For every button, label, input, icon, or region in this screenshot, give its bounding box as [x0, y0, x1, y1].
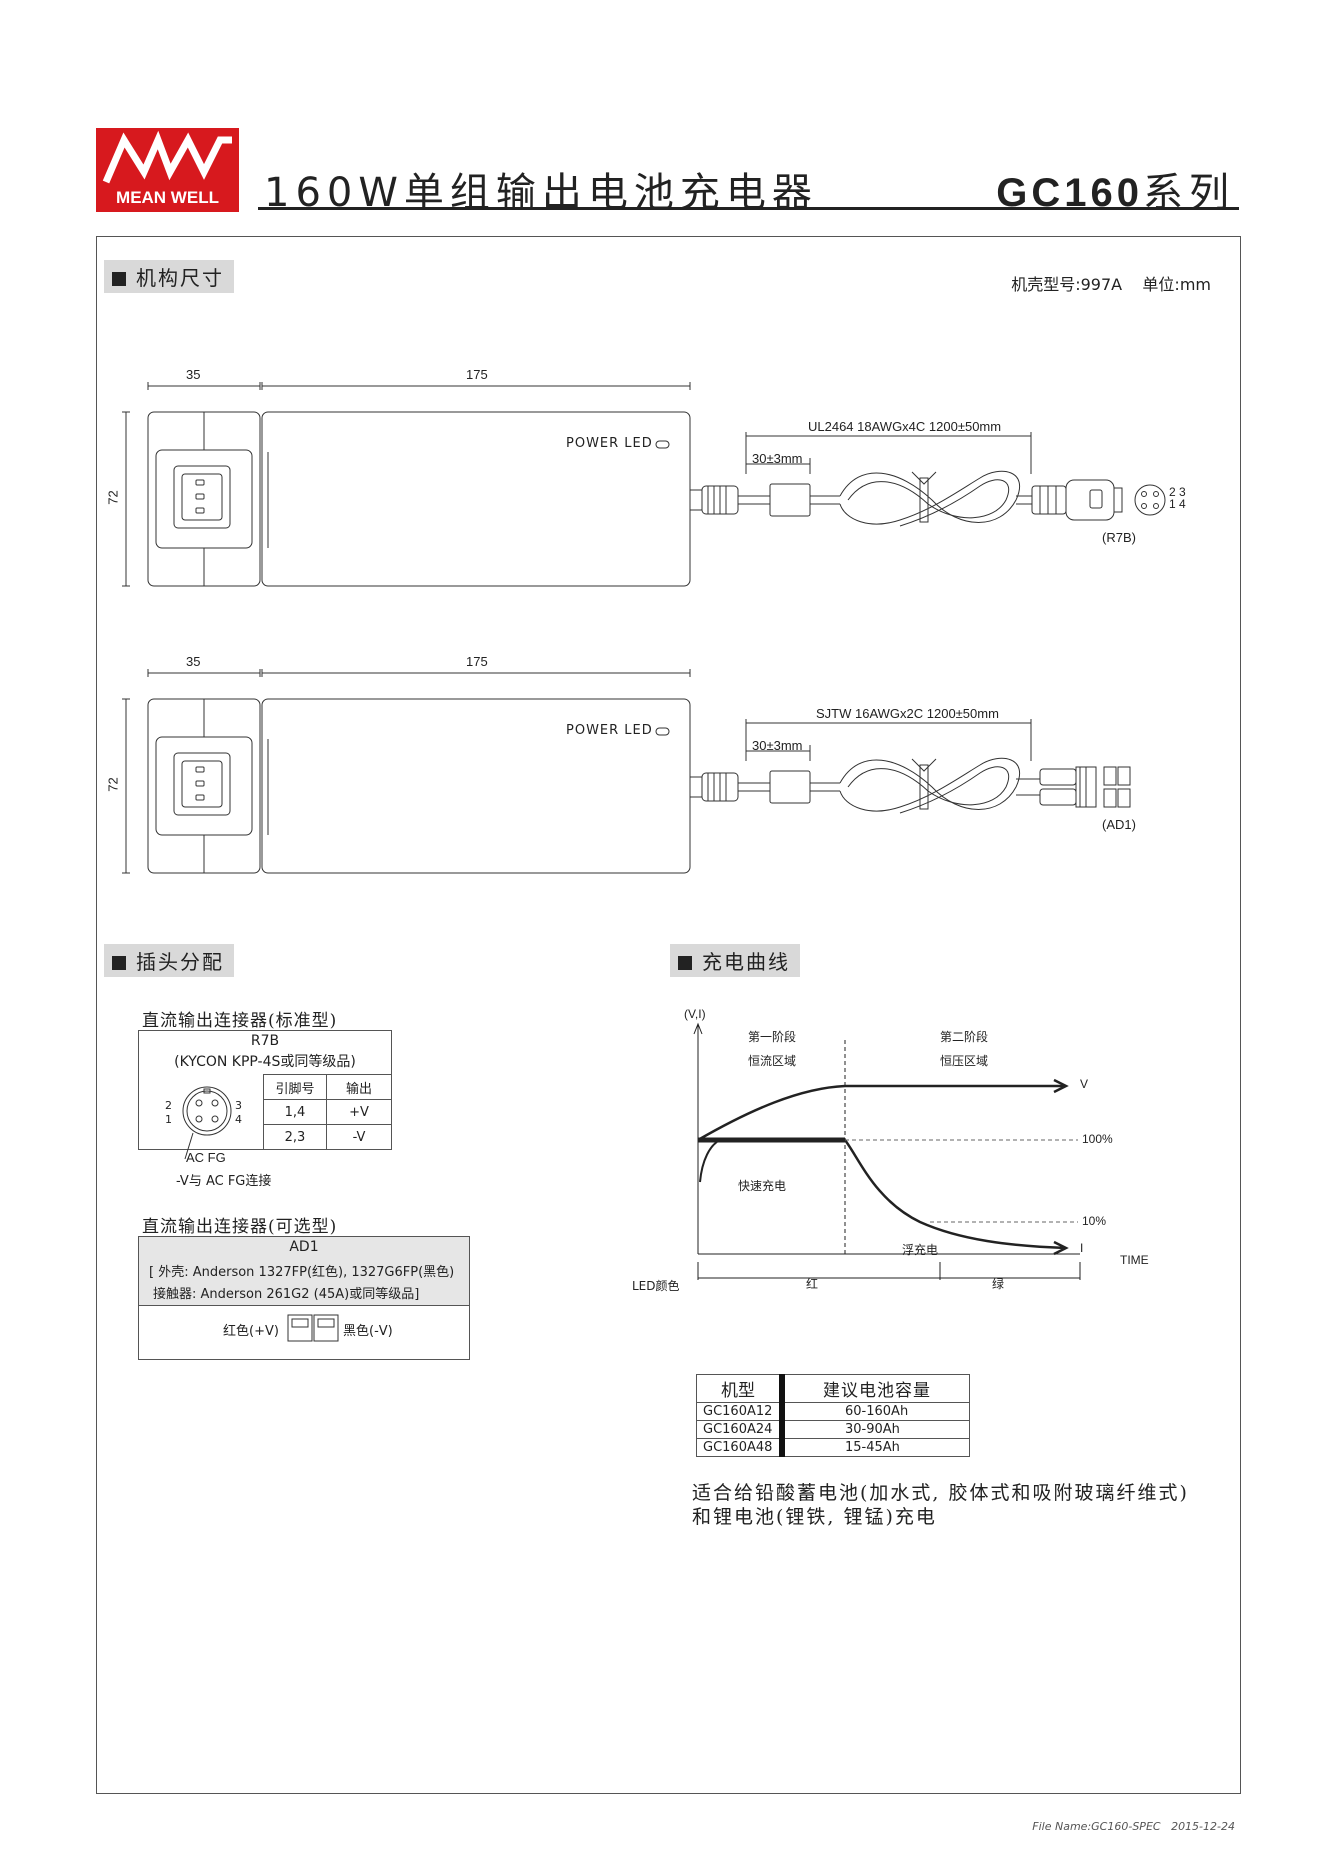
pin-num-1: 1 — [165, 1113, 172, 1126]
dim-width-2: 35 — [186, 654, 201, 669]
opt-connector-name: AD1 — [289, 1239, 319, 1255]
table-row: 2,3 -V — [263, 1124, 392, 1150]
stage2-line1: 第二阶段 — [940, 1030, 989, 1044]
float-charge-label: 浮充电 — [902, 1243, 939, 1257]
col-output: 输出 — [326, 1074, 392, 1100]
opt-connector-table: AD1 [ 外壳: Anderson 1327FP(红色), 1327G6FP(… — [138, 1236, 470, 1360]
connector-name-1: (R7B) — [1102, 530, 1136, 545]
output-cell: -V — [326, 1124, 392, 1150]
col-pin: 引脚号 — [263, 1074, 327, 1100]
square-bullet-icon — [112, 956, 126, 970]
power-led-label-2: POWER LED — [566, 723, 653, 738]
model-cell: GC160A24 — [696, 1420, 785, 1439]
ferrite-dim-1: 30±3mm — [752, 451, 803, 466]
cable-spec-2: SJTW 16AWGx2C 1200±50mm — [816, 706, 999, 721]
table-row: GC160A12 60-160Ah — [696, 1402, 970, 1421]
table-row: GC160A24 30-90Ah — [696, 1420, 970, 1439]
output-cell: +V — [326, 1099, 392, 1125]
black-label: 黑色(-V) — [343, 1324, 393, 1339]
pin-label-top: 2 3 — [1169, 485, 1186, 499]
square-bullet-icon — [112, 272, 126, 286]
opt-line-1: [ 外壳: Anderson 1327FP(红色), 1327G6FP(黑色) — [149, 1265, 455, 1280]
series-i-label: I — [1080, 1241, 1084, 1255]
drawing-ad1 — [122, 669, 1131, 874]
pin-num-4: 4 — [235, 1113, 242, 1126]
table-row: 1,4 +V — [263, 1099, 392, 1125]
section-pin-label: 插头分配 — [136, 950, 224, 974]
i-curve — [698, 1138, 1067, 1250]
opt-header — [139, 1237, 469, 1306]
footer-file-name: File Name:GC160-SPEC 2015-12-24 — [1032, 1820, 1235, 1833]
dim-height-2: 72 — [105, 777, 121, 792]
level-10-label: 10% — [1082, 1214, 1107, 1228]
pin-num-3: 3 — [235, 1099, 242, 1112]
capacity-cell: 60-160Ah — [781, 1402, 970, 1421]
col-model: 机型 — [696, 1374, 785, 1403]
opt-line-2: 接触器: Anderson 261G2 (45A)或同等级品] — [153, 1287, 420, 1302]
curve-ylabel: (V,I) — [684, 1007, 706, 1021]
note-line-1: 适合给铅酸蓄电池(加水式, 胶体式和吸附玻璃纤维式) — [692, 1482, 1189, 1504]
cable-spec-1: UL2464 18AWGx4C 1200±50mm — [808, 419, 1002, 434]
dim-height-1: 72 — [105, 490, 121, 505]
pin-cell: 2,3 — [263, 1124, 327, 1150]
section-curve: 充电曲线 — [670, 944, 800, 977]
col-capacity: 建议电池容量 — [781, 1374, 970, 1403]
pin-label-bottom: 1 4 — [1169, 497, 1186, 511]
section-mechanical: 机构尺寸 — [104, 260, 234, 293]
header-rule — [258, 207, 1239, 210]
model-cell: GC160A12 — [696, 1402, 785, 1421]
case-info: 机壳型号:997A 单位:mm — [1011, 275, 1211, 294]
led-green-label: 绿 — [992, 1277, 1005, 1291]
fast-charge-label: 快速充电 — [738, 1179, 787, 1193]
red-label: 红色(+V) — [223, 1324, 279, 1339]
connector-name-2: (AD1) — [1102, 817, 1136, 832]
battery-table: 机型 建议电池容量 GC160A12 60-160Ah GC160A24 30-… — [696, 1374, 970, 1457]
series-v-label: V — [1080, 1077, 1089, 1091]
std-connector-part: (KYCON KPP-4S或同等级品) — [174, 1054, 356, 1070]
pin-table: 引脚号 输出 1,4 +V 2,3 -V — [263, 1074, 392, 1150]
content-frame — [96, 236, 1241, 1794]
drawing-r7b — [122, 382, 1166, 587]
led-red-label: 红 — [806, 1277, 819, 1291]
i-rise — [699, 1139, 721, 1183]
dim-length-1: 175 — [466, 367, 488, 382]
charging-curve-chart — [693, 1022, 1081, 1280]
pin-cell: 1,4 — [263, 1099, 327, 1125]
table-row: GC160A48 15-45Ah — [696, 1438, 970, 1457]
anderson-connector-icon — [287, 1314, 339, 1342]
logo: MEAN WELL — [96, 128, 239, 212]
logo-mark — [102, 130, 232, 184]
ac-fg-label: AC FG — [186, 1150, 226, 1165]
stage1-line1: 第一阶段 — [748, 1030, 797, 1044]
std-connector-name: R7B — [250, 1033, 280, 1049]
logo-text: MEAN WELL — [116, 188, 219, 207]
section-mechanical-label: 机构尺寸 — [136, 266, 224, 290]
section-curve-label: 充电曲线 — [702, 950, 790, 974]
connector-face-icon — [182, 1086, 232, 1160]
stage2-line2: 恒压区域 — [940, 1054, 989, 1068]
pin-num-2: 2 — [165, 1099, 172, 1112]
capacity-cell: 30-90Ah — [781, 1420, 970, 1439]
led-color-label: LED颜色 — [632, 1279, 680, 1293]
model-cell: GC160A48 — [696, 1438, 785, 1457]
ferrite-dim-2: 30±3mm — [752, 738, 803, 753]
dim-length-2: 175 — [466, 654, 488, 669]
std-connector-title: 直流输出连接器(标准型) — [142, 1011, 338, 1031]
square-bullet-icon — [678, 956, 692, 970]
capacity-cell: 15-45Ah — [781, 1438, 970, 1457]
v-curve — [697, 1084, 1065, 1142]
opt-connector-title: 直流输出连接器(可选型) — [142, 1217, 338, 1237]
power-led-label-1: POWER LED — [566, 436, 653, 451]
curve-xlabel: TIME — [1120, 1253, 1149, 1267]
ac-fg-note: -V与 AC FG连接 — [176, 1174, 272, 1189]
section-pin: 插头分配 — [104, 944, 234, 977]
note-line-2: 和锂电池(锂铁, 锂锰)充电 — [692, 1506, 937, 1528]
level-100-label: 100% — [1082, 1132, 1113, 1146]
stage1-line2: 恒流区域 — [748, 1054, 797, 1068]
std-connector-table: R7B (KYCON KPP-4S或同等级品) 引脚号 输出 1,4 +V 2,… — [138, 1030, 392, 1160]
dim-width-1: 35 — [186, 367, 201, 382]
